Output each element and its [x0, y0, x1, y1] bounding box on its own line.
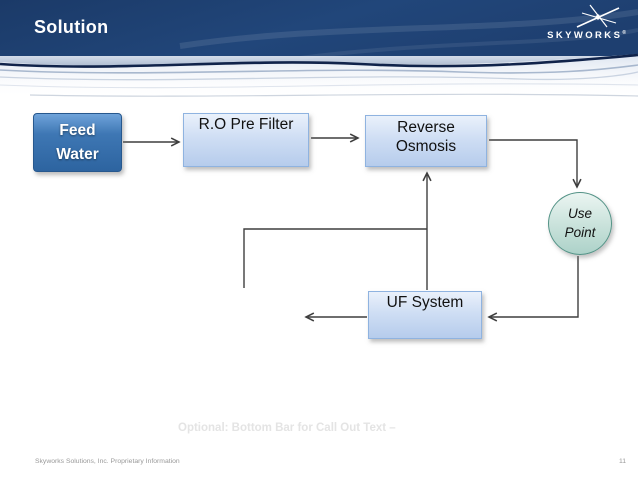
skyworks-logo: SKYWORKS® [530, 4, 626, 41]
node-feed-water: Feed Water [33, 113, 122, 172]
node-ro-pre-filter: R.O Pre Filter [183, 113, 309, 167]
node-label-line: Use [567, 206, 592, 221]
callout-placeholder-text: Optional: Bottom Bar for Call Out Text – [178, 422, 396, 434]
node-label-line: Osmosis [395, 138, 457, 155]
node-label-line: Reverse [397, 119, 455, 136]
footer-proprietary-text: Skyworks Solutions, Inc. Proprietary Inf… [35, 458, 180, 465]
skyworks-star-icon [576, 4, 620, 28]
brand-name: SKYWORKS® [530, 28, 626, 41]
node-label-line: Water [56, 146, 99, 163]
connector-usepoint-to-uf [489, 256, 579, 317]
connector-ro-to-usepoint [489, 139, 577, 187]
node-reverse-osmosis: Reverse Osmosis [365, 115, 487, 167]
node-label: R.O Pre Filter [198, 116, 294, 133]
brand-wordmark: SKYWORKS [547, 30, 623, 42]
brand-reg-mark: ® [622, 30, 626, 36]
connector-elbow-stub [243, 228, 427, 288]
node-label: UF System [386, 294, 464, 311]
node-label-line: Point [564, 225, 596, 240]
slide-header: Solution SKYWORKS® [0, 0, 638, 100]
node-use-point: Use Point [548, 192, 612, 255]
page-number: 11 [618, 458, 626, 465]
header-swoosh-graphic [0, 0, 638, 98]
node-label-line: Feed [59, 122, 96, 139]
node-uf-system: UF System [368, 291, 482, 339]
slide-title: Solution [34, 17, 109, 37]
